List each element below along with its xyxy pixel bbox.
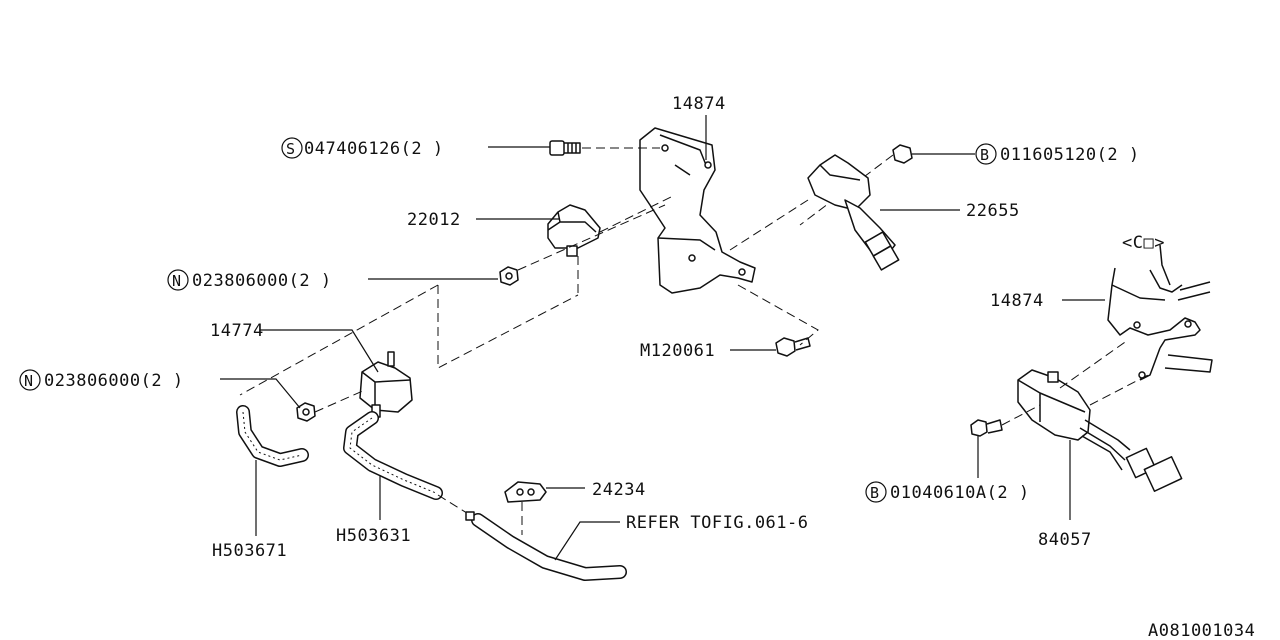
symbol-b-circle-2 (865, 481, 887, 503)
label-22655: 22655 (966, 201, 1020, 221)
label-023806000-upper: 023806000(2 ) (192, 271, 332, 291)
label-14774: 14774 (210, 321, 264, 341)
label-H503631: H503631 (336, 526, 411, 546)
label-14874-right: 14874 (990, 291, 1044, 311)
symbol-b-2: B (870, 484, 880, 502)
hose-H503671 (236, 405, 309, 467)
symbol-n-2: N (24, 372, 34, 390)
label-01040610A: 01040610A(2 ) (890, 483, 1030, 503)
hose-refer-fig (465, 511, 627, 581)
label-H503671: H503671 (212, 541, 287, 561)
symbol-n-1: N (172, 272, 182, 290)
label-84057: 84057 (1038, 530, 1092, 550)
bolt-047406126 (549, 140, 581, 156)
label-047406126: 047406126(2 ) (304, 139, 444, 159)
clip-24234 (504, 481, 547, 503)
dashed-routing (437, 285, 579, 369)
label-14874-top: 14874 (672, 94, 726, 114)
label-24234: 24234 (592, 480, 646, 500)
hose-H503631 (343, 411, 443, 500)
bolt-M120061 (775, 337, 811, 357)
symbol-s: S (286, 140, 296, 158)
label-011605120: 011605120(2 ) (1000, 145, 1140, 165)
symbol-n-circle-2 (19, 369, 41, 391)
symbol-b-1: B (980, 146, 990, 164)
sensor-22655 (807, 154, 900, 271)
label-refer-fig: REFER TOFIG.061-6 (626, 513, 809, 533)
sensor-84057 (1017, 369, 1183, 492)
label-variant: <C□> (1122, 233, 1165, 253)
nut-023806000-upper (499, 266, 519, 286)
symbol-b-circle-1 (975, 143, 997, 165)
figure-id: A081001034 (1148, 621, 1255, 640)
symbol-n-circle-1 (167, 269, 189, 291)
nut-023806000-lower (296, 402, 316, 422)
bolt-01040610A (970, 419, 1003, 437)
valve-14774 (359, 351, 413, 418)
label-M120061: M120061 (640, 341, 715, 361)
label-22012: 22012 (407, 210, 461, 230)
bracket-14874-right (1107, 244, 1213, 381)
symbol-s-circle (281, 137, 303, 159)
sensor-22012 (547, 204, 601, 257)
bolt-011605120 (892, 144, 913, 164)
bracket-14874 (639, 127, 756, 294)
label-023806000-lower: 023806000(2 ) (44, 371, 184, 391)
